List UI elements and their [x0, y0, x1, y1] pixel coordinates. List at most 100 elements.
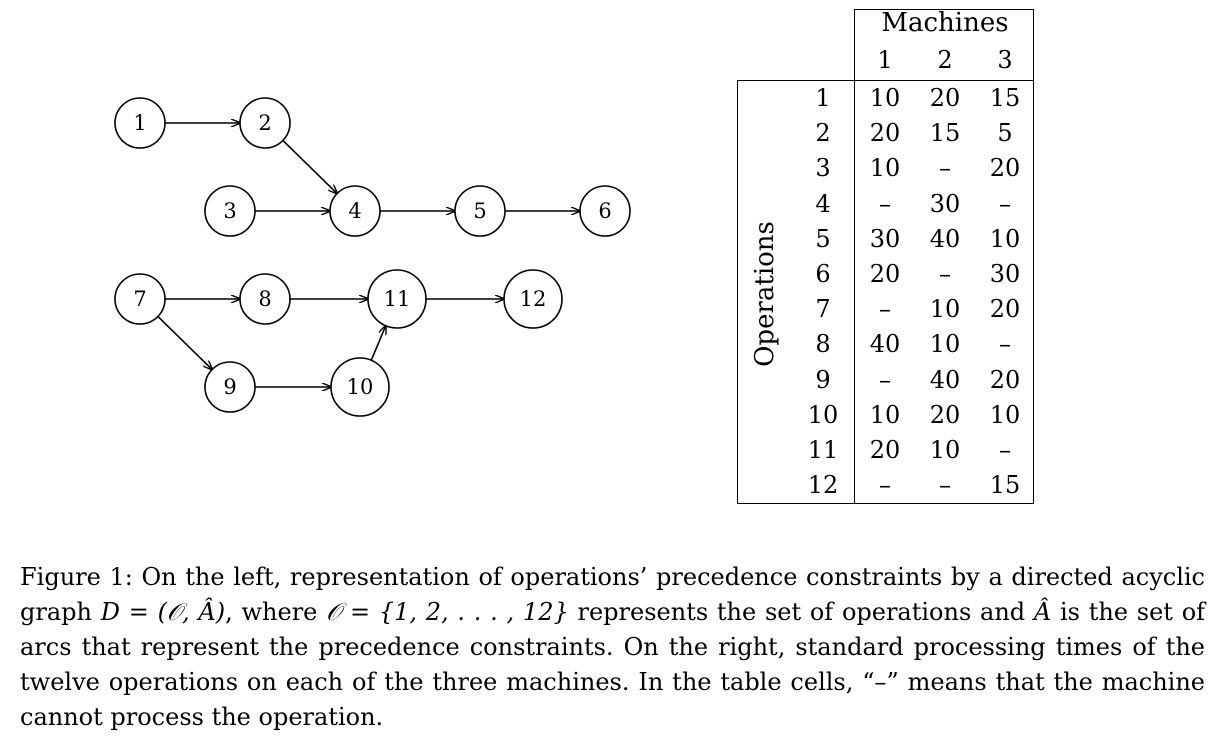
time-cell: 20	[929, 84, 961, 112]
machine-header-3: 3	[997, 46, 1013, 74]
time-cell: –	[879, 295, 891, 324]
time-cell: 20	[989, 154, 1021, 183]
node-6: 6	[579, 185, 631, 237]
time-cell: 10	[869, 400, 901, 429]
node-label: 7	[133, 287, 146, 311]
node-circle	[329, 185, 381, 237]
node-1: 1	[114, 97, 166, 149]
figure-caption: Figure 1: On the left, representation of…	[20, 560, 1205, 735]
operation-label: 8	[815, 330, 831, 359]
node-label: 12	[520, 287, 547, 311]
operation-label: 4	[815, 189, 831, 218]
time-cell: 30	[869, 224, 901, 253]
time-cell: 40	[929, 224, 961, 253]
node-circle	[454, 185, 506, 237]
time-cell: 10	[989, 400, 1021, 429]
node-circle	[367, 269, 427, 329]
operation-label: 9	[815, 365, 831, 394]
time-cell: –	[879, 365, 891, 394]
operation-label: 7	[815, 295, 831, 324]
caption-text-3: represents the set of operations and	[568, 598, 1034, 626]
caption-text-4: is the set of arcs that represent the pr…	[20, 598, 1206, 731]
operations-header: Operations	[750, 221, 780, 367]
time-cell: 40	[869, 330, 901, 359]
time-cell: –	[939, 471, 951, 500]
edge-10-to-11	[370, 326, 386, 361]
node-circle	[579, 185, 631, 237]
time-cell: –	[939, 154, 951, 183]
node-circle	[330, 357, 390, 417]
time-cell: 10	[869, 154, 901, 183]
operation-label: 11	[807, 436, 839, 464]
node-circle	[114, 97, 166, 149]
time-cell: 15	[989, 84, 1021, 112]
time-cell: 10	[869, 84, 901, 112]
node-10: 10	[330, 357, 390, 417]
node-circle	[114, 273, 166, 325]
operation-label: 5	[815, 224, 831, 253]
edge-2-to-4	[282, 139, 337, 193]
caption-math-arcs: Â	[1033, 598, 1052, 626]
time-cell: 10	[929, 295, 961, 324]
time-cell: 15	[989, 471, 1021, 500]
time-cell: 30	[989, 260, 1021, 288]
node-11: 11	[367, 269, 427, 329]
node-label: 8	[258, 287, 271, 311]
table-right-border	[1033, 9, 1035, 504]
node-circle	[503, 269, 563, 329]
operation-label: 1	[815, 84, 831, 112]
node-circle	[204, 361, 256, 413]
node-label: 3	[223, 199, 236, 223]
time-cell: 20	[869, 119, 901, 148]
operation-label: 6	[815, 260, 831, 288]
node-label: 4	[348, 199, 361, 223]
node-12: 12	[503, 269, 563, 329]
time-cell: 20	[869, 260, 901, 288]
time-cell: 5	[997, 119, 1013, 148]
machines-header: Machines	[881, 8, 1009, 38]
node-label: 6	[598, 199, 611, 223]
table-header-rule	[737, 80, 1034, 82]
time-cell: –	[879, 471, 891, 500]
graph-edges	[157, 123, 580, 387]
node-2: 2	[239, 97, 291, 149]
node-label: 10	[347, 375, 374, 399]
node-4: 4	[329, 185, 381, 237]
node-9: 9	[204, 361, 256, 413]
time-cell: 20	[989, 295, 1021, 324]
node-label: 11	[384, 287, 411, 311]
time-cell: 15	[929, 119, 961, 148]
time-cell: 10	[929, 436, 961, 464]
time-cell: 10	[929, 330, 961, 359]
node-label: 2	[258, 111, 271, 135]
node-label: 1	[133, 111, 146, 135]
time-cell: –	[939, 260, 951, 288]
operation-label: 10	[807, 400, 839, 429]
time-cell: 20	[869, 436, 901, 464]
caption-text-2: , where	[225, 598, 327, 626]
node-8: 8	[239, 273, 291, 325]
time-cell: 20	[989, 365, 1021, 394]
time-cell: 40	[929, 365, 961, 394]
operation-label: 2	[815, 119, 831, 148]
table-bottom-border	[737, 503, 1034, 505]
node-3: 3	[204, 185, 256, 237]
node-circle	[239, 97, 291, 149]
operation-label: 3	[815, 154, 831, 183]
node-circle	[204, 185, 256, 237]
table-divider	[854, 9, 856, 504]
time-cell: 30	[929, 189, 961, 218]
node-7: 7	[114, 273, 166, 325]
caption-text-1: Figure 1: On the left, representation of…	[20, 563, 1205, 626]
node-label: 5	[473, 199, 486, 223]
time-cell: –	[999, 436, 1011, 464]
time-cell: –	[879, 189, 891, 218]
operation-label: 12	[807, 471, 839, 500]
table-left-border	[737, 80, 739, 504]
node-label: 9	[223, 375, 236, 399]
machine-header-2: 2	[937, 46, 953, 74]
caption-math-graph: D = (𝒪, Â)	[100, 598, 226, 626]
